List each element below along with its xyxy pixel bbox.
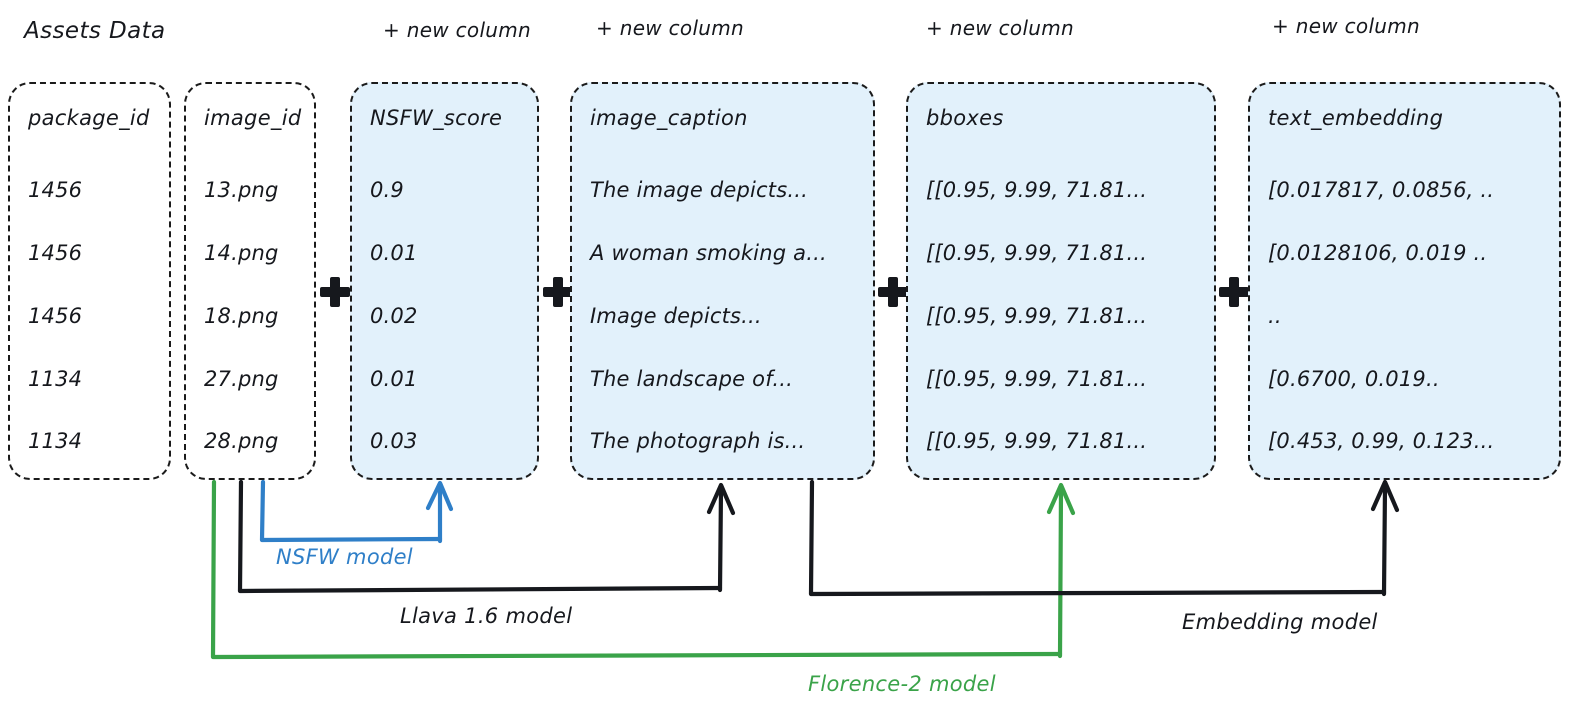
- cell-package-id-2: 1456: [28, 304, 83, 328]
- connector-embedding-model: [808, 479, 1400, 597]
- new-column-label-nsfw-score: + new column: [383, 18, 532, 42]
- cell-image-id-4: 28.png: [204, 429, 279, 453]
- model-label-nsfw: NSFW model: [276, 545, 413, 569]
- cell-bboxes-1: [[0.95, 9.99, 71.81...: [926, 241, 1148, 265]
- column-nsfw-score[interactable]: NSFW_score 0.9 0.01 0.02 0.01 0.03: [350, 82, 539, 480]
- cell-image-id-2: 18.png: [204, 304, 279, 328]
- cell-image-caption-2: Image depicts...: [590, 304, 762, 328]
- cell-image-caption-1: A woman smoking a...: [590, 241, 827, 265]
- new-column-label-text-embedding: + new column: [1272, 14, 1421, 38]
- new-column-label-image-caption: + new column: [596, 16, 745, 40]
- cell-image-caption-4: The photograph is...: [590, 429, 806, 453]
- cell-bboxes-2: [[0.95, 9.99, 71.81...: [926, 304, 1148, 328]
- cell-nsfw-score-2: 0.02: [370, 304, 418, 328]
- column-header-package-id: package_id: [28, 106, 150, 130]
- cell-package-id-4: 1134: [28, 429, 83, 453]
- cell-text-embedding-4: [0.453, 0.99, 0.123...: [1268, 429, 1495, 453]
- page-title: Assets Data: [24, 18, 166, 44]
- cell-image-caption-0: The image depicts...: [590, 178, 808, 202]
- cell-image-id-3: 27.png: [204, 367, 279, 391]
- cell-package-id-0: 1456: [28, 178, 83, 202]
- cell-bboxes-0: [[0.95, 9.99, 71.81...: [926, 178, 1148, 202]
- column-bboxes[interactable]: bboxes [[0.95, 9.99, 71.81... [[0.95, 9.…: [906, 82, 1216, 480]
- cell-package-id-1: 1456: [28, 241, 83, 265]
- column-package-id[interactable]: package_id 1456 1456 1456 1134 1134: [8, 82, 171, 480]
- column-header-image-caption: image_caption: [590, 106, 748, 130]
- column-header-image-id: image_id: [204, 106, 302, 130]
- model-label-llava: Llava 1.6 model: [400, 604, 573, 628]
- cell-bboxes-4: [[0.95, 9.99, 71.81...: [926, 429, 1148, 453]
- column-image-caption[interactable]: image_caption The image depicts... A wom…: [570, 82, 875, 480]
- cell-text-embedding-2: ..: [1268, 304, 1282, 328]
- connector-llava-model: [237, 479, 736, 594]
- column-header-text-embedding: text_embedding: [1268, 106, 1444, 130]
- column-text-embedding[interactable]: text_embedding [0.017817, 0.0856, .. [0.…: [1248, 82, 1561, 480]
- cell-nsfw-score-0: 0.9: [370, 178, 404, 202]
- plus-icon-3: [878, 277, 908, 307]
- plus-icon-2: [543, 277, 573, 307]
- plus-icon-1: [320, 277, 350, 307]
- connector-florence-model: [210, 479, 1076, 660]
- model-label-embedding: Embedding model: [1182, 610, 1378, 634]
- cell-nsfw-score-4: 0.03: [370, 429, 418, 453]
- cell-image-id-1: 14.png: [204, 241, 279, 265]
- cell-nsfw-score-1: 0.01: [370, 241, 418, 265]
- cell-image-id-0: 13.png: [204, 178, 279, 202]
- new-column-label-bboxes: + new column: [926, 16, 1075, 40]
- column-header-bboxes: bboxes: [926, 106, 1004, 130]
- cell-bboxes-3: [[0.95, 9.99, 71.81...: [926, 367, 1148, 391]
- column-image-id[interactable]: image_id 13.png 14.png 18.png 27.png 28.…: [184, 82, 316, 480]
- plus-icon-4: [1219, 277, 1249, 307]
- cell-image-caption-3: The landscape of...: [590, 367, 794, 391]
- cell-nsfw-score-3: 0.01: [370, 367, 418, 391]
- cell-package-id-3: 1134: [28, 367, 83, 391]
- cell-text-embedding-3: [0.6700, 0.019..: [1268, 367, 1440, 391]
- cell-text-embedding-0: [0.017817, 0.0856, ..: [1268, 178, 1495, 202]
- model-label-florence: Florence-2 model: [808, 672, 996, 696]
- column-header-nsfw-score: NSFW_score: [370, 106, 503, 130]
- cell-text-embedding-1: [0.0128106, 0.019 ..: [1268, 241, 1488, 265]
- connector-nsfw-model: [259, 479, 454, 544]
